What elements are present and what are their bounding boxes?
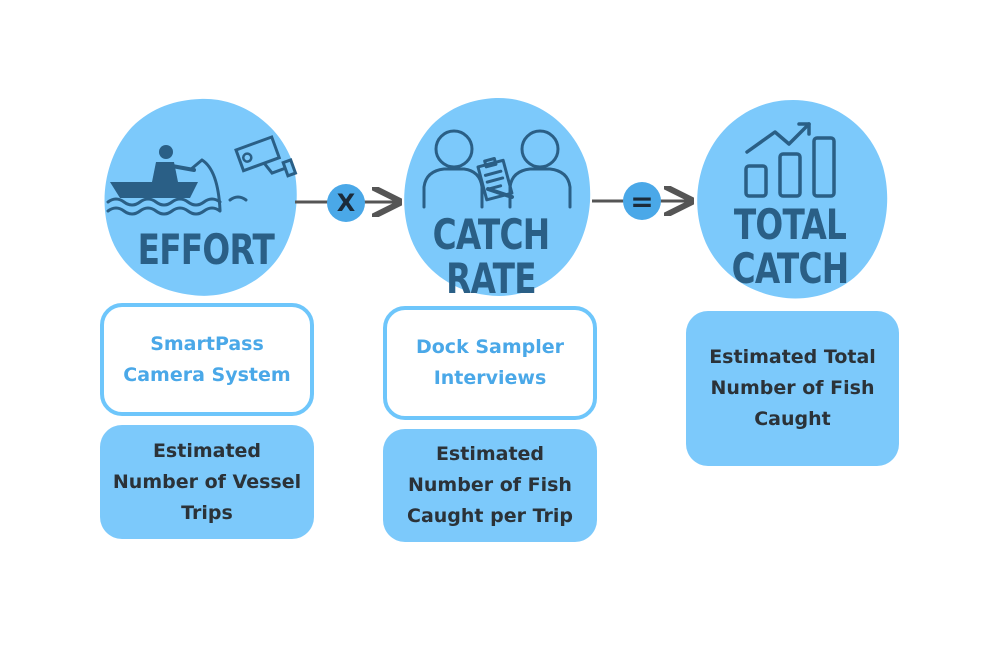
effort-source-box: SmartPass Camera System bbox=[100, 303, 314, 416]
total-catch-circle bbox=[697, 100, 888, 299]
catch-rate-estimate-box: Estimated Number of Fish Caught per Trip bbox=[383, 429, 597, 542]
equals-symbol: = bbox=[630, 184, 654, 218]
catch-rate-source-box: Dock Sampler Interviews bbox=[383, 306, 597, 420]
effort-estimate-text: Estimated Number of Vessel Trips bbox=[112, 439, 302, 524]
multiply-operator: X bbox=[327, 184, 365, 222]
catch-rate-source-text: Dock Sampler Interviews bbox=[415, 336, 564, 389]
catch-rate-title-text: CATCH RATE bbox=[432, 210, 551, 303]
catch-rate-estimate-text: Estimated Number of Fish Caught per Trip bbox=[407, 443, 573, 527]
catch-rate-title: CATCH RATE bbox=[429, 213, 554, 301]
bar-chart-trend-icon bbox=[744, 122, 836, 198]
people-clipboard-icon bbox=[422, 129, 572, 209]
effort-circle bbox=[104, 98, 297, 296]
fishing-boat-and-camera-icon bbox=[106, 135, 298, 216]
total-catch-estimate-box: Estimated Total Number of Fish Caught bbox=[686, 311, 899, 466]
multiply-symbol: X bbox=[336, 189, 356, 217]
equals-operator: = bbox=[623, 182, 661, 220]
effort-estimate-box: Estimated Number of Vessel Trips bbox=[100, 425, 314, 539]
effort-title-text: EFFORT bbox=[137, 225, 275, 274]
total-catch-title-text: TOTAL CATCH bbox=[731, 200, 850, 293]
effort-title: EFFORT bbox=[138, 228, 275, 272]
total-catch-title: TOTAL CATCH bbox=[728, 203, 853, 291]
effort-source-text: SmartPass Camera System bbox=[123, 332, 291, 386]
total-catch-estimate-text: Estimated Total Number of Fish Caught bbox=[709, 346, 876, 430]
